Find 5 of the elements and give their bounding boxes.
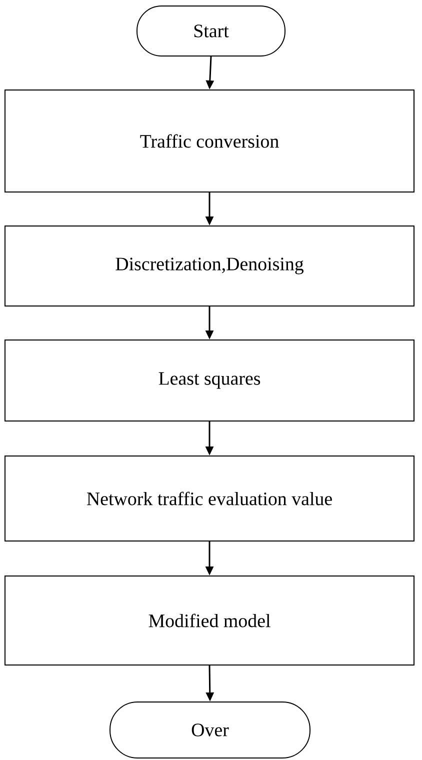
process-box: Discretization,Denoising: [4, 226, 414, 306]
process-box: Modified model: [4, 576, 414, 666]
process-box: Network traffic evaluation value: [4, 456, 414, 542]
process-box: Least squares: [4, 340, 414, 422]
process-box: Traffic conversion: [4, 90, 414, 192]
